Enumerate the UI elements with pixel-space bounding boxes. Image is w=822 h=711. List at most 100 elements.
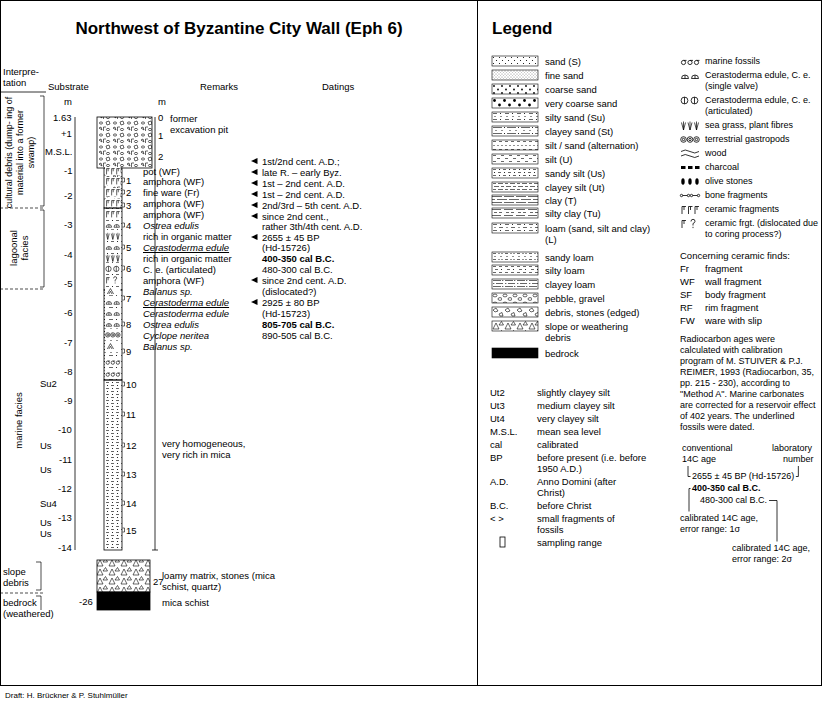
dating-text: (dislocated?): [262, 286, 316, 297]
pattern-swatch: [492, 98, 538, 108]
sample-number: 12: [126, 440, 137, 451]
legend-swatch: [492, 154, 538, 164]
abbreviation: M.S.L.: [490, 426, 517, 437]
pattern-swatch: [492, 154, 538, 164]
legend-swatch: [681, 60, 699, 64]
elevation-number: -9: [64, 395, 72, 406]
legend-swatch: [492, 182, 538, 192]
remark-text: pot (WF): [143, 166, 180, 177]
legend-text: fine sand: [545, 70, 584, 81]
pattern-swatch: [492, 293, 538, 303]
dating-text: 2925 ± 80 BP: [262, 297, 320, 308]
pattern-swatch: [492, 126, 538, 136]
abbreviation-meaning: small fragments of fossils: [537, 513, 632, 535]
remark-text: former excavation pit: [170, 113, 245, 135]
remark-text: mica schist: [162, 597, 209, 608]
legend-swatch: [492, 112, 538, 122]
pattern-swatch: [492, 195, 538, 205]
legend-swatch: [682, 122, 699, 131]
example-text: number: [783, 454, 814, 465]
sample-number: 11: [126, 409, 136, 420]
sampling-range-mark: [123, 412, 125, 416]
dating-text: late R. – early Byz.: [262, 167, 342, 178]
legend-text: coarse sand: [545, 84, 597, 95]
fossil-symbol: [105, 370, 121, 378]
example-text: error range: 2σ: [732, 554, 792, 565]
elevation-number: -26: [79, 596, 93, 607]
elevation-number: -6: [64, 307, 72, 318]
dating-text: rather 3th/4th cent. A.D.: [262, 221, 362, 232]
abbreviation-meaning: mean sea level: [537, 426, 601, 437]
elevation-number: -1: [64, 165, 72, 176]
elevation-number: -12: [58, 483, 72, 494]
pattern-swatch: [492, 140, 538, 150]
dating-marker: [251, 299, 258, 305]
pattern-swatch: [492, 56, 538, 66]
facies-label: cultural debris (dump- ing of material i…: [4, 96, 37, 208]
legend-swatch: [682, 207, 699, 215]
dating-text: since 2nd cent.,: [262, 211, 329, 222]
elevation-number: -11: [59, 454, 72, 465]
sample-number: 8: [126, 319, 131, 330]
substrate-code: Su4: [40, 498, 57, 509]
sample-number: 27: [153, 576, 164, 587]
depth-number: 1: [158, 130, 163, 141]
legend-text: silt (U): [545, 154, 572, 165]
abbreviation-meaning: very clayey silt: [537, 413, 599, 424]
facies-label: bedrock (weathered): [3, 597, 65, 619]
core-segment: [104, 168, 122, 208]
facies-label: lagoonal facies: [7, 221, 29, 276]
sampling-range-mark: [123, 501, 125, 505]
legend-text: pebble, gravel: [545, 293, 605, 304]
legend-text: sand (S): [545, 56, 581, 67]
remark-text: rich in organic matter: [143, 253, 232, 264]
sampling-range-mark: [123, 322, 125, 326]
sampling-range-mark: [123, 245, 125, 249]
pattern-swatch: [492, 182, 538, 192]
abbreviation-meaning: calibrated: [537, 439, 578, 450]
dating-marker: [251, 213, 258, 219]
abbreviation: BP: [490, 452, 503, 463]
elevation-number: -7: [64, 337, 72, 348]
legend-swatch: [492, 70, 538, 80]
fossil-symbol: [105, 309, 121, 317]
example-text: conventional: [682, 443, 733, 454]
pattern-swatch: [492, 84, 538, 94]
legend-swatch: [682, 219, 695, 228]
remark-text: Cerastoderma edule: [143, 308, 229, 319]
sampling-range-mark: [123, 223, 125, 227]
legend-text: silt / sand (alternation): [545, 140, 638, 151]
pattern-swatch: [492, 208, 538, 218]
sample-number: 5: [126, 242, 131, 253]
legend-swatch: [492, 140, 538, 150]
fossil-symbol: [105, 331, 121, 339]
depth-number: 2: [158, 151, 163, 162]
leader-line: [769, 501, 777, 542]
legend-swatch: [492, 293, 538, 303]
pattern-swatch: [492, 252, 538, 262]
remark-text: Cyclope neritea: [143, 330, 209, 341]
column-header: Datings: [322, 81, 354, 92]
legend-text: slope or weathering debris: [545, 321, 645, 343]
legend-text: loam (sand, silt and clay) (L): [545, 223, 663, 245]
dating-text: 400-350 cal B.C.: [262, 253, 334, 264]
remark-text: Cerastoderma edule: [143, 297, 229, 308]
column-header: Remarks: [200, 81, 238, 92]
pattern-swatch: [492, 168, 538, 178]
legend-text: clayey loam: [545, 279, 595, 290]
zone-bracket: [40, 96, 44, 287]
legend-swatch: [680, 194, 699, 196]
remark-text: C. e. (articulated): [143, 264, 216, 275]
abbreviation-meaning: medium clayey silt: [537, 400, 615, 411]
abbreviation: Ut2: [490, 387, 505, 398]
fossil-symbol: [105, 177, 121, 185]
unit-label: m: [158, 96, 166, 107]
legend-text: wood: [705, 148, 819, 159]
remark-text: Cerastoderma edule: [143, 242, 229, 253]
legend-text: bone fragments: [705, 190, 819, 201]
example-text: 400-350 cal B.C.: [692, 483, 761, 494]
elevation-number: 1.63: [53, 112, 72, 123]
header-rule: [0, 92, 46, 93]
legend-swatch: [492, 84, 538, 94]
